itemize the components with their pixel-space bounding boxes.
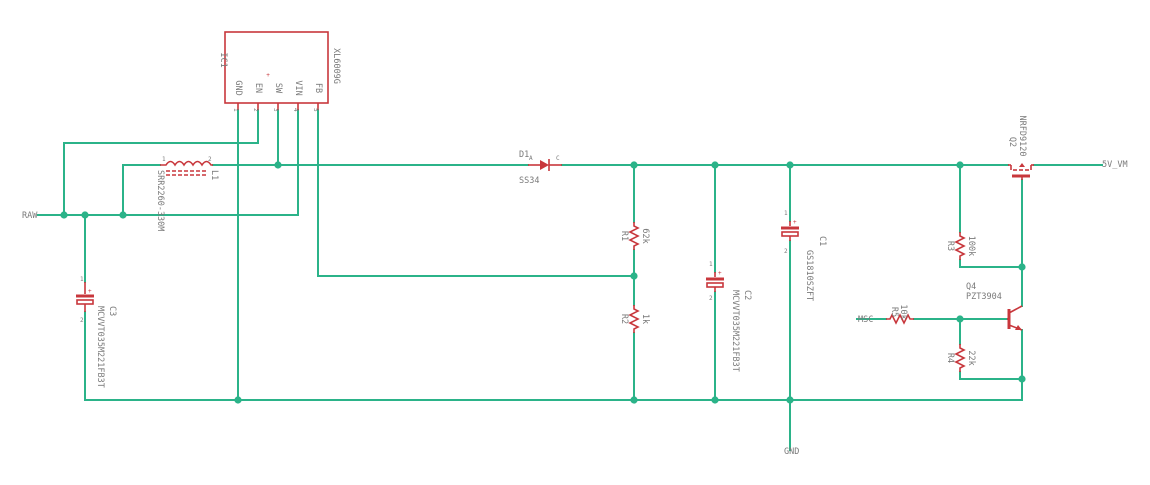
net-gnd-label: GND bbox=[784, 447, 799, 457]
junction-dot bbox=[119, 211, 127, 219]
ic1-pin-num: 3 bbox=[272, 108, 279, 112]
resistor-r5[interactable]: R5 10k bbox=[886, 304, 914, 325]
ic1-pin-en: EN bbox=[253, 83, 263, 93]
net-raw-label: RAW bbox=[22, 211, 38, 221]
c3-value: MCVVT035M221FB3T bbox=[95, 306, 105, 388]
c1-name: C1 bbox=[817, 236, 827, 246]
ic1-pin-vin: VIN bbox=[293, 80, 303, 95]
r2-value: 1k bbox=[640, 314, 650, 324]
capacitor-c2[interactable]: + 1 2 MCVVT035M221FB3T C2 bbox=[706, 261, 752, 372]
junction-dot bbox=[1018, 263, 1026, 271]
c2-pin1: 1 bbox=[709, 261, 713, 268]
q2-value: NRFD9120 bbox=[1017, 116, 1027, 157]
ic1-xl6009g[interactable]: + IC1 XL6009G GND EN SW VIN FB 1 2 3 4 5 bbox=[218, 31, 341, 112]
r2-name: R2 bbox=[619, 314, 629, 324]
ic1-pin-fb: FB bbox=[313, 83, 323, 93]
net-out-label: 5V_VM bbox=[1102, 160, 1128, 170]
resistor-r4[interactable]: R4 22k bbox=[945, 344, 976, 372]
l1-pin2: 2 bbox=[208, 156, 212, 163]
r3-value: 100k bbox=[966, 236, 976, 256]
ic1-value: XL6009G bbox=[331, 48, 341, 84]
r3-name: R3 bbox=[945, 241, 955, 251]
c1-pin1: 1 bbox=[784, 210, 788, 217]
junction-dot bbox=[630, 272, 638, 280]
c2-polarity: + bbox=[718, 270, 722, 277]
c1-pin2: 2 bbox=[784, 248, 788, 255]
c3-polarity: + bbox=[88, 288, 92, 295]
r1-value: 62k bbox=[640, 228, 650, 243]
l1-name: L1 bbox=[209, 170, 219, 180]
ic1-pin-gnd: GND bbox=[233, 80, 243, 95]
transistor-q4[interactable]: Q4 PZT3904 bbox=[966, 282, 1023, 331]
r4-value: 22k bbox=[966, 350, 976, 365]
ic1-name: IC1 bbox=[218, 52, 228, 67]
ic1-pin-sw: SW bbox=[273, 83, 283, 94]
junction-dot bbox=[274, 161, 282, 169]
junction-dot bbox=[234, 396, 242, 404]
c1-polarity: + bbox=[793, 219, 797, 226]
l1-pin1: 1 bbox=[162, 156, 166, 163]
r5-value: 10k bbox=[898, 304, 908, 319]
junction-dot bbox=[81, 211, 89, 219]
c1-value: GS1810SZFT bbox=[804, 250, 814, 301]
junction-dot bbox=[956, 315, 964, 323]
inductor-l1[interactable]: 1 2 SRR2260-330M L1 bbox=[155, 156, 219, 231]
d1-value: SS34 bbox=[519, 176, 539, 186]
r4-name: R4 bbox=[945, 353, 955, 363]
mosfet-q2[interactable]: Q2 NRFD9120 bbox=[1007, 116, 1034, 180]
ic1-pin-num: 4 bbox=[292, 108, 299, 112]
c2-value: MCVVT035M221FB3T bbox=[730, 290, 740, 372]
c3-name: C3 bbox=[107, 306, 117, 316]
ic1-marker: + bbox=[266, 72, 270, 79]
junction-dot bbox=[630, 396, 638, 404]
ic1-pin-num: 1 bbox=[232, 108, 239, 112]
ic1-pin-num: 5 bbox=[312, 108, 319, 112]
resistor-r2[interactable]: R2 1k bbox=[619, 305, 650, 333]
ic1-pin-num: 2 bbox=[252, 108, 259, 112]
resistor-r3[interactable]: R3 100k bbox=[945, 232, 976, 260]
q2-name: Q2 bbox=[1007, 137, 1017, 147]
junction-dot bbox=[786, 161, 794, 169]
junction-dot bbox=[60, 211, 68, 219]
diode-d1[interactable]: D1 SS34 A C bbox=[519, 150, 562, 186]
r1-name: R1 bbox=[619, 231, 629, 241]
resistor-r1[interactable]: R1 62k bbox=[619, 222, 650, 250]
junctions bbox=[60, 161, 1026, 404]
junction-dot bbox=[630, 161, 638, 169]
junction-dot bbox=[711, 396, 719, 404]
net-labels: RAW MSC GND 5V_VM bbox=[22, 160, 1128, 457]
q4-name: Q4 bbox=[966, 282, 976, 292]
c2-pin2: 2 bbox=[709, 295, 713, 302]
junction-dot bbox=[1018, 375, 1026, 383]
r5-name: R5 bbox=[889, 307, 899, 317]
net-msc-label: MSC bbox=[858, 315, 873, 325]
capacitor-c1[interactable]: + 1 2 GS1810SZFT C1 bbox=[781, 210, 827, 301]
d1-pin-a: A bbox=[529, 155, 533, 162]
q4-value: PZT3904 bbox=[966, 292, 1002, 302]
c3-pin1: 1 bbox=[80, 276, 84, 283]
c2-name: C2 bbox=[742, 290, 752, 300]
d1-pin-c: C bbox=[556, 155, 560, 162]
junction-dot bbox=[956, 161, 964, 169]
junction-dot bbox=[786, 396, 794, 404]
junction-dot bbox=[711, 161, 719, 169]
c3-pin2: 2 bbox=[80, 317, 84, 324]
d1-name: D1 bbox=[519, 150, 529, 160]
l1-value: SRR2260-330M bbox=[155, 170, 165, 231]
capacitor-c3[interactable]: + 1 2 MCVVT035M221FB3T C3 bbox=[76, 276, 117, 388]
